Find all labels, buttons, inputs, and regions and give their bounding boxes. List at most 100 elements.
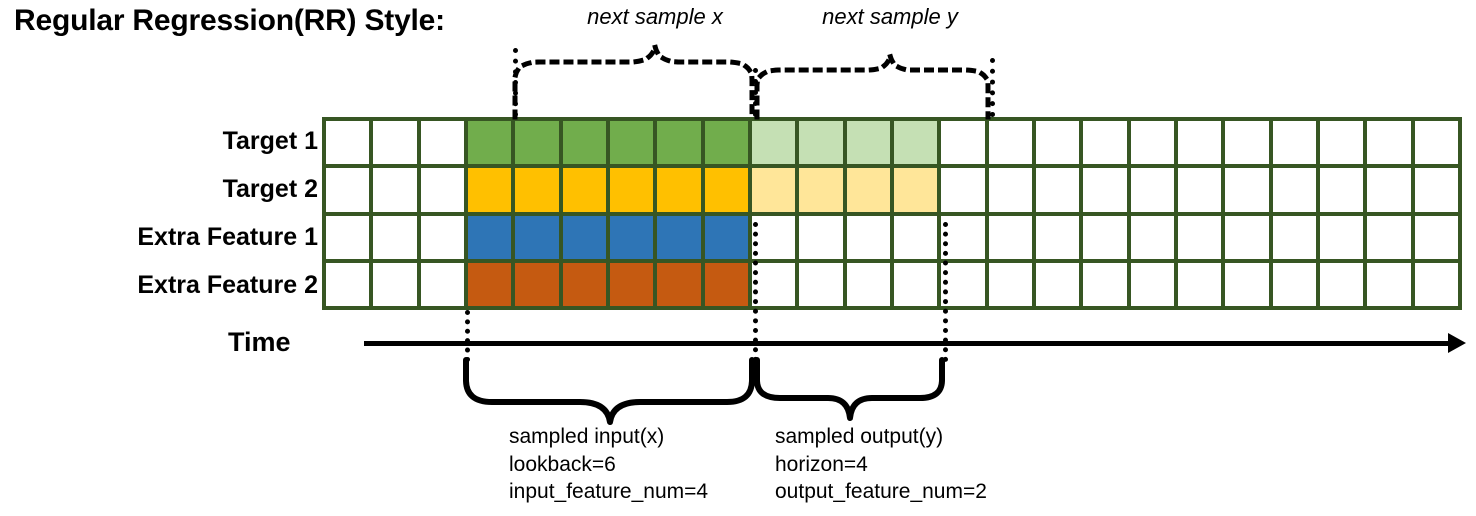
cell-empty-r1-c24	[1414, 121, 1458, 165]
cell-input-r3-c4	[467, 215, 512, 259]
cell-output-r1-c10	[751, 121, 796, 165]
cell-input-r2-c6	[562, 168, 606, 212]
cell-empty-r1-c22	[1319, 121, 1364, 165]
cell-empty-r4-c14	[941, 262, 985, 306]
cell-empty-r1-c17	[1083, 121, 1127, 165]
cell-empty-r2-c17	[1083, 168, 1127, 212]
cell-empty-r3-c1	[326, 215, 370, 259]
time-axis-label: Time	[228, 327, 291, 357]
cell-input-r3-c6	[562, 215, 606, 259]
cell-empty-r4-c20	[1225, 262, 1269, 306]
cell-input-r3-c8	[657, 215, 701, 259]
cell-input-r4-c7	[609, 262, 654, 306]
cell-input-r1-c8	[657, 121, 701, 165]
brace-next-sample-x	[512, 45, 755, 120]
cell-empty-r4-c11	[799, 262, 843, 306]
cell-empty-r2-c24	[1414, 168, 1458, 212]
brace-sampled-output	[754, 357, 945, 421]
cell-empty-r3-c12	[846, 215, 890, 259]
annotation-sampled-output-horizon: horizon=4	[775, 452, 868, 476]
cell-empty-r2-c14	[941, 168, 985, 212]
page-title: Regular Regression(RR) Style:	[14, 4, 445, 37]
cell-empty-r1-c19	[1177, 121, 1222, 165]
annotation-next-sample-x: next sample x	[587, 4, 723, 29]
cell-input-r4-c5	[515, 262, 559, 306]
row-label-target-2: Target 2	[222, 175, 318, 203]
cell-input-r1-c6	[562, 121, 606, 165]
annotation-sampled-input-feature-num: input_feature_num=4	[509, 480, 709, 504]
cell-empty-r3-c17	[1083, 215, 1127, 259]
cell-empty-r3-c3	[420, 215, 464, 259]
cell-empty-r3-c13	[893, 215, 938, 259]
cell-input-r3-c5	[515, 215, 559, 259]
cell-input-r1-c5	[515, 121, 559, 165]
cell-input-r1-c9	[704, 121, 748, 165]
cell-empty-r3-c2	[373, 215, 417, 259]
cell-input-r4-c9	[704, 262, 748, 306]
brace-next-sample-y	[754, 54, 991, 120]
time-axis-line	[364, 341, 1454, 346]
cell-input-r3-c7	[609, 215, 654, 259]
cell-empty-r3-c21	[1272, 215, 1316, 259]
cell-input-r2-c8	[657, 168, 701, 212]
cell-empty-r1-c23	[1367, 121, 1411, 165]
cell-empty-r3-c23	[1367, 215, 1411, 259]
cell-empty-r4-c19	[1177, 262, 1222, 306]
cell-empty-r4-c22	[1319, 262, 1364, 306]
cell-empty-r1-c18	[1130, 121, 1174, 165]
cell-output-r1-c13	[893, 121, 938, 165]
cell-input-r2-c4	[467, 168, 512, 212]
cell-empty-r4-c16	[1035, 262, 1080, 306]
cell-output-r2-c10	[751, 168, 796, 212]
cell-empty-r3-c11	[799, 215, 843, 259]
row-label-target-1: Target 1	[222, 127, 318, 155]
cell-input-r1-c4	[467, 121, 512, 165]
cell-empty-r3-c10	[751, 215, 796, 259]
cell-empty-r4-c17	[1083, 262, 1127, 306]
cell-empty-r2-c1	[326, 168, 370, 212]
cell-empty-r4-c12	[846, 262, 890, 306]
cell-input-r3-c9	[704, 215, 748, 259]
cell-empty-r4-c15	[988, 262, 1032, 306]
cell-output-r2-c13	[893, 168, 938, 212]
cell-empty-r2-c20	[1225, 168, 1269, 212]
cell-output-r2-c12	[846, 168, 890, 212]
guide-line-input-start-bottom	[465, 310, 470, 362]
annotation-sampled-input-lookback: lookback=6	[509, 452, 616, 476]
guide-line-input-start-top	[513, 48, 518, 117]
annotation-sampled-input: sampled input(x) lookback=6 input_featur…	[509, 423, 708, 506]
cell-empty-r2-c16	[1035, 168, 1080, 212]
cell-empty-r2-c18	[1130, 168, 1174, 212]
cell-output-r2-c11	[799, 168, 843, 212]
cell-empty-r1-c14	[941, 121, 985, 165]
timeline-grid	[322, 117, 1462, 310]
cell-empty-r3-c18	[1130, 215, 1174, 259]
cell-empty-r4-c2	[373, 262, 417, 306]
row-label-extra-feature-1: Extra Feature 1	[137, 223, 318, 251]
cell-empty-r4-c21	[1272, 262, 1316, 306]
cell-empty-r1-c1	[326, 121, 370, 165]
cell-empty-r1-c20	[1225, 121, 1269, 165]
guide-line-output-end-top	[990, 58, 995, 117]
brace-sampled-input	[463, 357, 755, 425]
time-axis-arrow-icon	[1448, 333, 1466, 353]
cell-input-r1-c7	[609, 121, 654, 165]
cell-empty-r3-c15	[988, 215, 1032, 259]
cell-empty-r3-c24	[1414, 215, 1458, 259]
cell-input-r4-c6	[562, 262, 606, 306]
cell-empty-r3-c16	[1035, 215, 1080, 259]
cell-input-r2-c7	[609, 168, 654, 212]
guide-line-split-bottom	[753, 222, 758, 362]
cell-empty-r2-c19	[1177, 168, 1222, 212]
row-label-extra-feature-2: Extra Feature 2	[137, 271, 318, 299]
annotation-sampled-output: sampled output(y) horizon=4 output_featu…	[775, 423, 987, 506]
cell-empty-r1-c16	[1035, 121, 1080, 165]
annotation-sampled-output-feature-num: output_feature_num=2	[775, 480, 987, 504]
guide-line-split-top	[753, 68, 758, 117]
cell-empty-r2-c21	[1272, 168, 1316, 212]
cell-empty-r2-c23	[1367, 168, 1411, 212]
cell-empty-r3-c19	[1177, 215, 1222, 259]
cell-empty-r1-c2	[373, 121, 417, 165]
cell-empty-r1-c21	[1272, 121, 1316, 165]
